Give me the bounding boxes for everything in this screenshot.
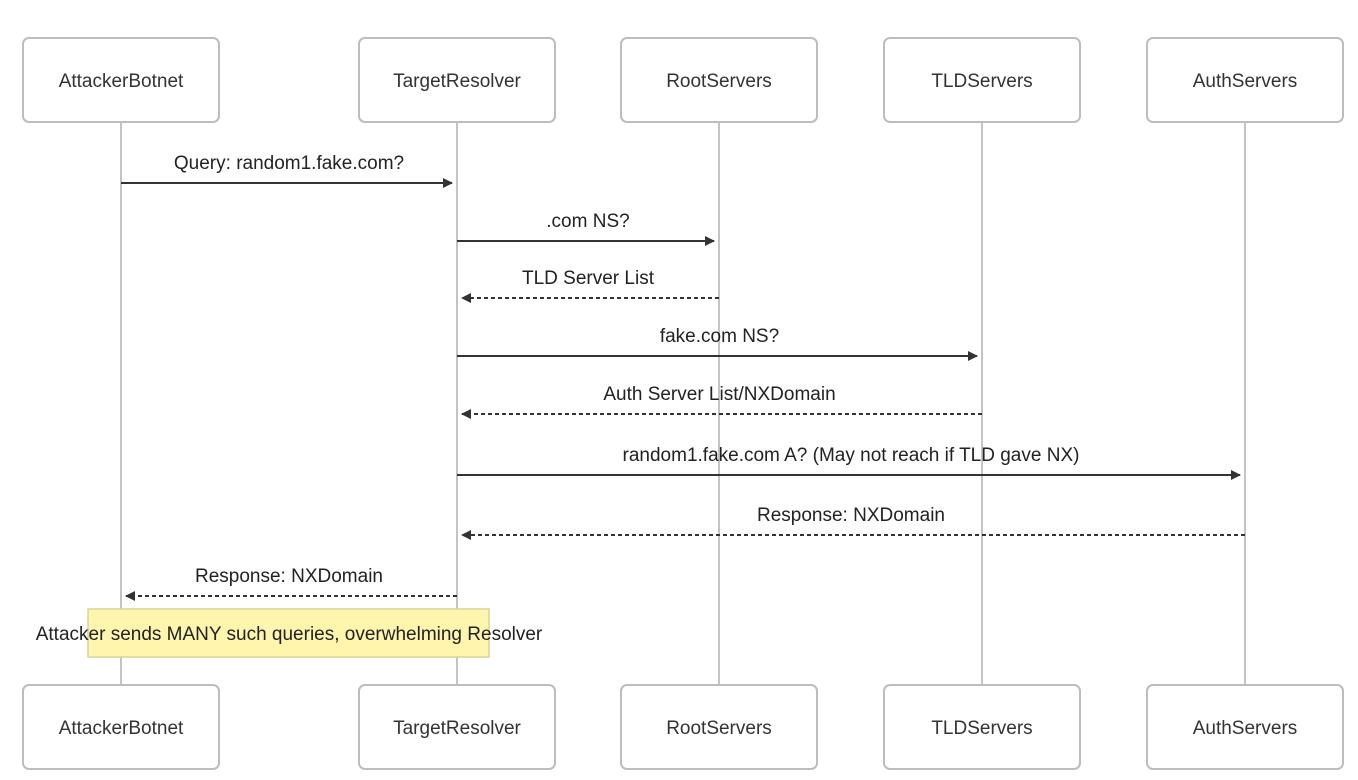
message-6: random1.fake.com A? (May not reach if TL… — [457, 445, 1241, 480]
participant-box — [883, 684, 1081, 770]
message-8: Response: NXDomain — [125, 566, 457, 601]
participant-root-bottom: RootServers — [620, 684, 818, 770]
messages: Query: random1.fake.com? .com NS? TLD Serv… — [121, 153, 1245, 601]
participant-box — [620, 37, 818, 123]
message-label: TLD Server List — [522, 268, 655, 289]
participant-box — [358, 684, 556, 770]
message-label: random1.fake.com A? (May not reach if TL… — [623, 445, 1080, 466]
participant-label: AttackerBotnet — [59, 718, 184, 739]
note-box — [87, 608, 490, 658]
participant-box — [620, 684, 818, 770]
message-label: Response: NXDomain — [757, 505, 945, 526]
message-5: Auth Server List/NXDomain — [461, 384, 982, 419]
note: Attacker sends MANY such queries, overwh… — [36, 608, 543, 658]
message-4: fake.com NS? — [457, 326, 978, 361]
participant-label: RootServers — [666, 718, 772, 739]
participant-label: RootServers — [666, 71, 772, 92]
participants: AttackerBotnetAttackerBotnetTargetResolv… — [22, 37, 1344, 770]
participant-tld-top: TLDServers — [883, 37, 1081, 123]
message-label: Response: NXDomain — [195, 566, 383, 587]
message-label: fake.com NS? — [660, 326, 779, 347]
participant-label: TLDServers — [931, 718, 1032, 739]
participant-tld-bottom: TLDServers — [883, 684, 1081, 770]
participant-box — [1146, 37, 1344, 123]
note-text: Attacker sends MANY such queries, overwh… — [36, 624, 543, 645]
participant-box — [22, 37, 220, 123]
participant-box — [358, 37, 556, 123]
participant-resolver-bottom: TargetResolver — [358, 684, 556, 770]
message-1: Query: random1.fake.com? — [121, 153, 453, 188]
participant-root-top: RootServers — [620, 37, 818, 123]
participant-attacker-top: AttackerBotnet — [22, 37, 220, 123]
message-7: Response: NXDomain — [461, 505, 1245, 540]
participant-auth-top: AuthServers — [1146, 37, 1344, 123]
message-label: Auth Server List/NXDomain — [603, 384, 835, 405]
participant-box — [22, 684, 220, 770]
participant-label: AuthServers — [1193, 71, 1298, 92]
message-label: .com NS? — [546, 211, 629, 232]
lifelines — [120, 122, 1246, 685]
message-2: .com NS? — [457, 211, 715, 246]
notes: Attacker sends MANY such queries, overwh… — [36, 608, 543, 658]
participant-box — [883, 37, 1081, 123]
participant-attacker-bottom: AttackerBotnet — [22, 684, 220, 770]
participant-label: TargetResolver — [393, 71, 521, 92]
participant-label: TLDServers — [931, 71, 1032, 92]
message-3: TLD Server List — [461, 268, 719, 303]
participant-box — [1146, 684, 1344, 770]
participant-auth-bottom: AuthServers — [1146, 684, 1344, 770]
participant-resolver-top: TargetResolver — [358, 37, 556, 123]
participant-label: TargetResolver — [393, 718, 521, 739]
message-label: Query: random1.fake.com? — [174, 153, 404, 174]
participant-label: AuthServers — [1193, 718, 1298, 739]
participant-label: AttackerBotnet — [59, 71, 184, 92]
